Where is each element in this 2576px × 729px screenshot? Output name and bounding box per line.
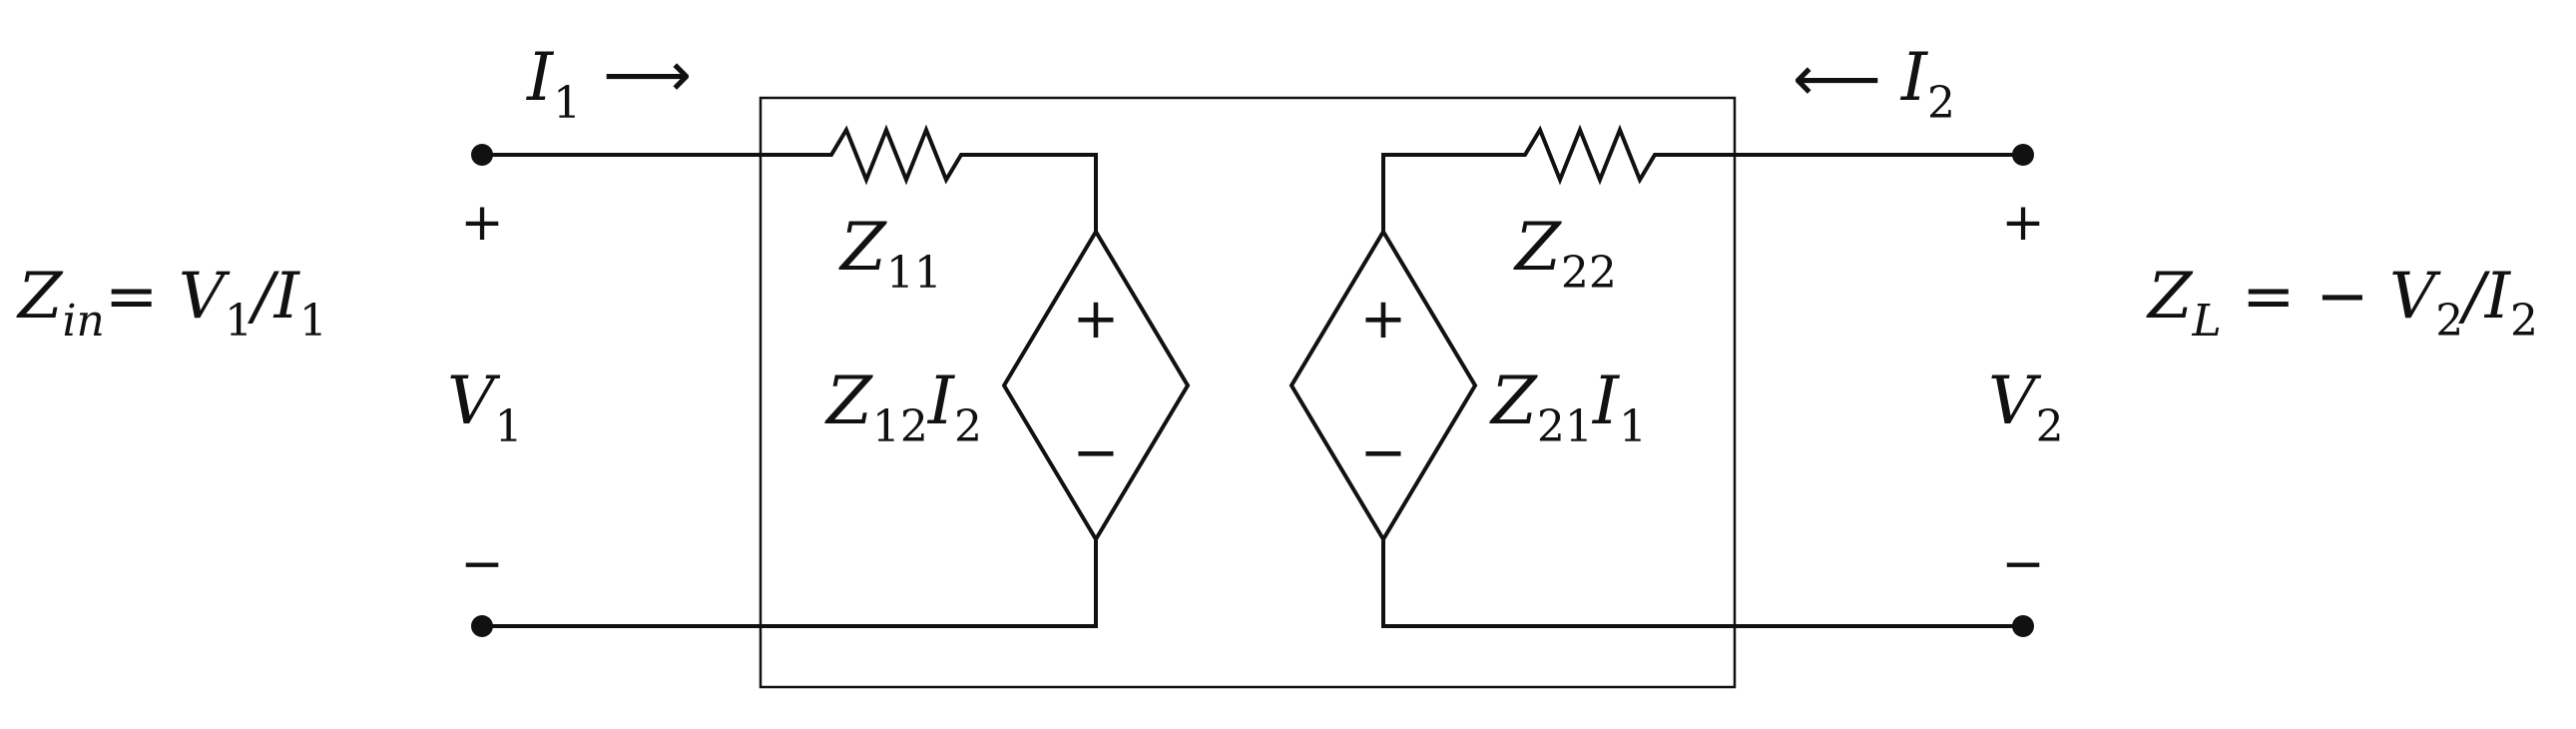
v2-label: V2 xyxy=(1988,363,2064,452)
v1-minus-sign: − xyxy=(460,534,504,594)
v2-minus-sign: − xyxy=(2001,534,2045,594)
port2-bottom-terminal xyxy=(2012,615,2034,637)
right-source-plus: + xyxy=(1360,287,1407,352)
v1-plus-sign: + xyxy=(460,193,504,253)
right-source-minus: − xyxy=(1360,420,1407,485)
port1-bottom-terminal xyxy=(471,615,493,637)
port1-top-terminal xyxy=(471,144,493,166)
i1-label: I1⟶ xyxy=(526,38,692,129)
i2-label: ⟵I2 xyxy=(1793,39,1955,129)
z21-i1-label: Z21I1 xyxy=(1489,363,1647,452)
port2-bottom-wire xyxy=(1381,539,2023,628)
z12-i2-label: Z12I2 xyxy=(824,363,982,452)
left-source-plus: + xyxy=(1073,287,1120,352)
left-source-minus: − xyxy=(1073,420,1120,485)
input-impedance-equation: Zin= V1/I1 xyxy=(16,260,327,347)
two-port-box xyxy=(759,96,1737,689)
load-impedance-equation: ZL = − V2/I2 xyxy=(2146,260,2538,347)
port1-top-wire xyxy=(482,124,1098,232)
port1-bottom-wire xyxy=(482,539,1098,628)
dependent-voltage-source-right xyxy=(1288,228,1478,543)
z11-label: Z11 xyxy=(838,209,942,299)
v1-label: V1 xyxy=(447,363,523,452)
dependent-voltage-source-left xyxy=(1001,228,1191,543)
port2-top-wire xyxy=(1381,124,2023,232)
port2-top-terminal xyxy=(2012,144,2034,166)
v2-plus-sign: + xyxy=(2001,193,2045,253)
z22-label: Z22 xyxy=(1513,209,1617,299)
